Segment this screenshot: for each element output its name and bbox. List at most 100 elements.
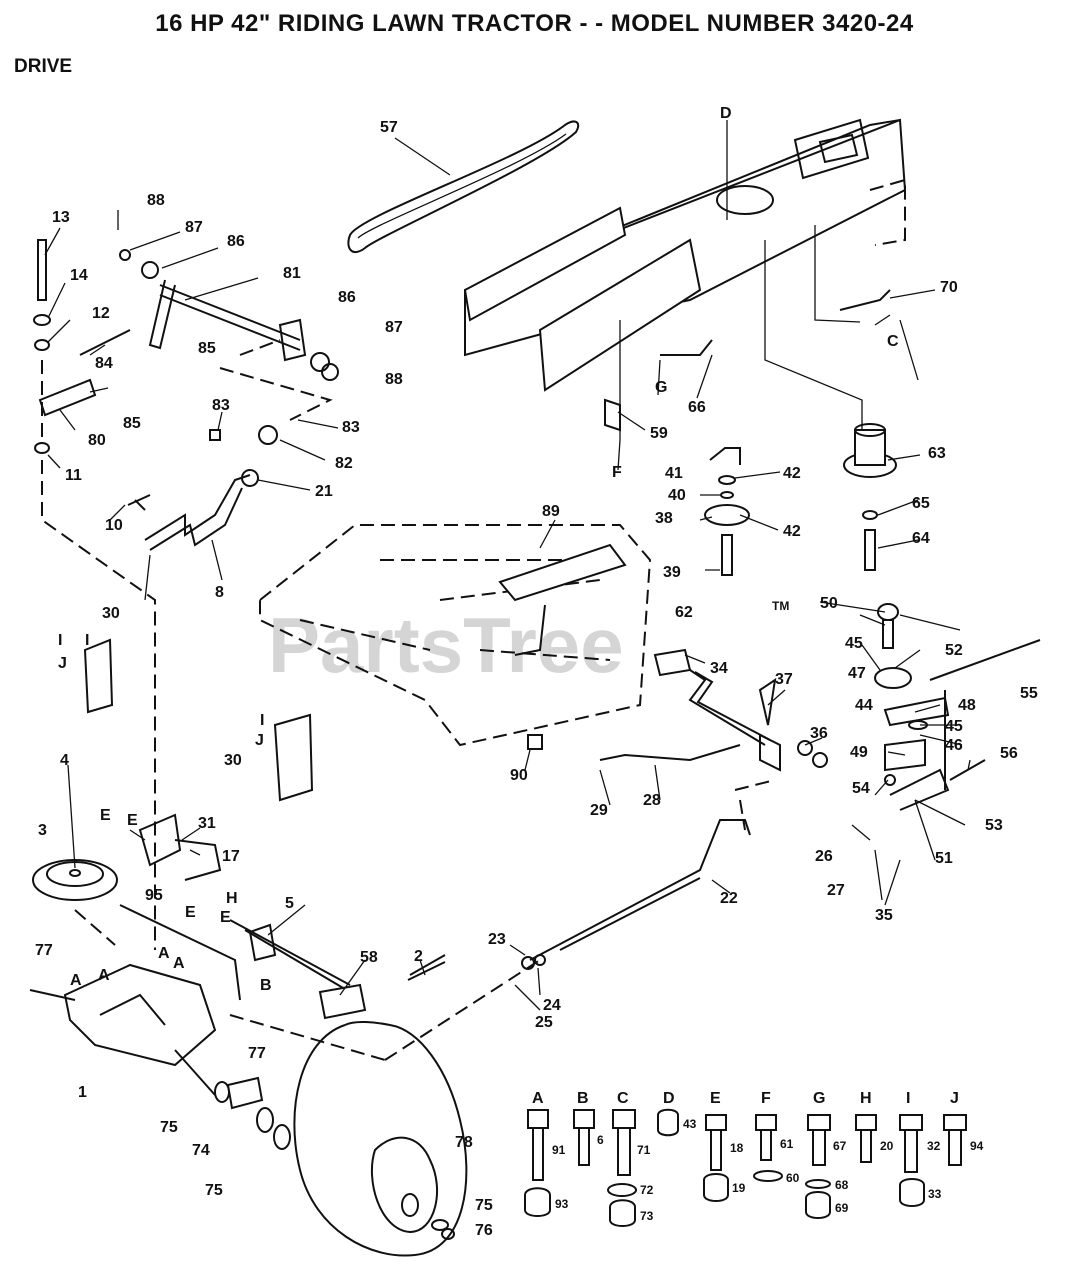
callout-41: 41 [665,465,683,482]
callout-10: 10 [105,517,123,534]
callout-89: 89 [542,503,560,520]
letter-e-31: E [100,807,111,824]
callout-17: 17 [222,848,240,865]
trademark-mark: TM [772,599,789,613]
key-bolt-91: 91 [552,1143,566,1157]
letter-b-5: B [260,977,272,994]
callout-45b: 45 [945,718,963,735]
key-letter-a: A [532,1090,544,1107]
callout-53: 53 [985,817,1003,834]
key-letter-j: J [950,1090,959,1107]
letter-i-30c: I [260,712,264,729]
callout-44: 44 [855,697,873,714]
callout-88b: 88 [385,371,403,388]
callout-8: 8 [215,584,224,601]
callout-34: 34 [710,660,728,677]
tractor-frame [463,118,907,440]
callout-50: 50 [820,595,838,612]
callout-75c: 75 [475,1197,493,1214]
key-letter-f: F [761,1090,771,1107]
key-washer-60: 60 [786,1171,800,1185]
letter-i-30b: I [85,632,89,649]
callout-1: 1 [78,1084,87,1101]
callout-47: 47 [848,665,866,682]
callout-42: 42 [783,465,801,482]
callout-57: 57 [380,119,398,136]
callout-76: 76 [475,1222,493,1239]
key-bolt-6: 6 [597,1133,604,1147]
callout-2: 2 [414,948,423,965]
callout-26: 26 [815,848,833,865]
callout-13: 13 [52,209,70,226]
callout-51: 51 [935,850,953,867]
callout-64: 64 [912,530,930,547]
callout-85: 85 [198,340,216,357]
key-washer-68: 68 [835,1178,849,1192]
key-bolt-94: 94 [970,1139,984,1153]
callout-84: 84 [95,355,113,372]
callout-48: 48 [958,697,976,714]
callout-70: 70 [940,279,958,296]
callout-74: 74 [192,1142,210,1159]
key-letter-i: I [906,1090,910,1107]
callout-24: 24 [543,997,561,1014]
callout-58: 58 [360,949,378,966]
callout-23: 23 [488,931,506,948]
letter-h-17: H [226,890,238,907]
callout-59: 59 [650,425,668,442]
pivot-brackets [83,638,314,802]
letter-a-1c: A [158,945,170,962]
key-nut-33: 33 [928,1187,942,1201]
letter-g-66: G [655,379,667,396]
callout-55: 55 [1020,685,1038,702]
key-bolt-61: 61 [780,1137,794,1151]
callout-88: 88 [147,192,165,209]
key-washer-72: 72 [640,1183,654,1197]
key-nut-69: 69 [835,1201,849,1215]
callout-75: 75 [160,1119,178,1136]
callout-31: 31 [198,815,216,832]
callout-27: 27 [827,882,845,899]
callout-75b: 75 [205,1182,223,1199]
key-bolt-32: 32 [927,1139,941,1153]
callout-12: 12 [92,305,110,322]
callout-82: 82 [335,455,353,472]
callout-29: 29 [590,802,608,819]
callout-46: 46 [945,737,963,754]
letter-j-30c: J [255,732,264,749]
letter-j-30: J [58,655,67,672]
callout-87: 87 [185,219,203,236]
transaxle-assembly [29,813,386,1096]
letter-a-1d: A [173,955,185,972]
callout-45: 45 [845,635,863,652]
callout-81: 81 [283,265,301,282]
key-nut-73: 73 [640,1209,654,1223]
key-bolt-67: 67 [833,1139,847,1153]
letter-e-31b: E [127,812,138,829]
callout-87b: 87 [385,319,403,336]
letter-e-5b: E [220,909,231,926]
callout-85b: 85 [123,415,141,432]
callout-42b: 42 [783,523,801,540]
callout-77b: 77 [248,1045,266,1062]
key-letter-c: C [617,1090,629,1107]
callout-5: 5 [285,895,294,912]
callout-83b: 83 [342,419,360,436]
callout-28: 28 [643,792,661,809]
key-nut-93: 93 [555,1197,569,1211]
callout-90: 90 [510,767,528,784]
key-bolt-71: 71 [637,1143,651,1157]
key-letter-b: B [577,1090,589,1107]
letter-a-1b: A [70,972,82,989]
letter-a-1: A [98,967,110,984]
callout-labels: 57 88 87 86 81 86 87 88 85 13 14 12 84 8… [35,105,1038,1239]
callout-65: 65 [912,495,930,512]
drive-belt [347,120,580,254]
shift-rod [384,819,751,1061]
key-letter-d: D [663,1090,675,1107]
key-letter-g: G [813,1090,825,1107]
callout-35: 35 [875,907,893,924]
letter-d-top: D [720,105,732,122]
callout-80: 80 [88,432,106,449]
